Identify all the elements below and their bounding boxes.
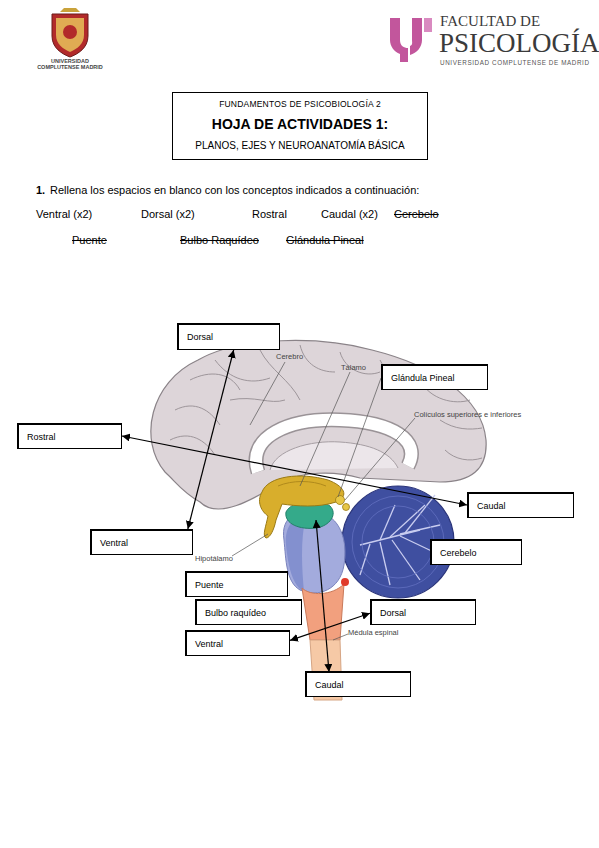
answer-text: Glándula Pineal	[391, 373, 455, 383]
faculty-heading: FACULTAD DE	[440, 14, 540, 29]
word-bank-item: Glándula Pineal	[286, 234, 364, 246]
figure-label: Colículos superiores e inferiores	[414, 410, 521, 419]
answer-text: Dorsal	[380, 608, 406, 618]
word-bank-item: Bulbo Raquídeo	[180, 234, 259, 246]
faculty-logo	[390, 18, 432, 62]
title-text: HOJA DE ACTIVIDADES 1:	[173, 116, 427, 132]
faculty-university: UNIVERSIDAD COMPLUTENSE DE MADRID	[440, 59, 590, 66]
title-text: PLANOS, EJES Y NEUROANATOMÍA BÁSICA	[173, 140, 427, 151]
answer-box: Caudal	[305, 671, 411, 697]
answer-box: Dorsal	[177, 323, 280, 350]
figure-label: Médula espinal	[348, 628, 398, 637]
word-bank-item: Puente	[72, 234, 107, 246]
answer-text: Cerebelo	[440, 548, 477, 558]
figure-label: Cerebro	[276, 352, 303, 361]
answer-text: Ventral	[100, 538, 128, 548]
figure-label: Tálamo	[341, 363, 366, 372]
word-bank-item: Cerebelo	[394, 208, 439, 220]
faculty-name: PSICOLOGÍA	[439, 30, 599, 57]
answer-text: Puente	[195, 580, 224, 590]
answer-box: Rostral	[17, 423, 122, 449]
university-crest	[52, 8, 88, 57]
question-text: Rellena los espacios en blanco con los c…	[50, 184, 419, 196]
word-bank-item: Ventral (x2)	[36, 208, 92, 220]
university-name: UNIVERSIDAD COMPLUTENSE MADRID	[30, 58, 110, 71]
answer-box: Cerebelo	[430, 539, 522, 565]
answer-box: Caudal	[467, 492, 574, 518]
answer-box: Glándula Pineal	[381, 364, 488, 390]
title-box: FUNDAMENTOS DE PSICOBIOLOGÍA 2 HOJA DE AC…	[172, 92, 428, 160]
answer-box: Ventral	[90, 529, 193, 555]
figure-label: Hipotálamo	[195, 554, 233, 563]
axis-arrow	[188, 350, 234, 529]
word-bank-item: Dorsal (x2)	[141, 208, 195, 220]
word-bank-item: Rostral	[252, 208, 287, 220]
answer-box: Puente	[185, 571, 288, 597]
title-text: FUNDAMENTOS DE PSICOBIOLOGÍA 2	[173, 99, 427, 109]
axis-arrow	[122, 436, 467, 505]
answer-text: Caudal	[477, 501, 506, 511]
answer-text: Rostral	[27, 432, 56, 442]
answer-text: Caudal	[315, 680, 344, 690]
answer-box: Dorsal	[370, 599, 476, 625]
answer-text: Bulbo raquídeo	[205, 608, 266, 618]
answer-text: Ventral	[195, 639, 223, 649]
word-bank-item: Caudal (x2)	[321, 208, 378, 220]
answer-box: Bulbo raquídeo	[195, 599, 302, 625]
answer-text: Dorsal	[187, 332, 213, 342]
question-number: 1.	[36, 184, 45, 196]
answer-box: Ventral	[185, 630, 290, 656]
